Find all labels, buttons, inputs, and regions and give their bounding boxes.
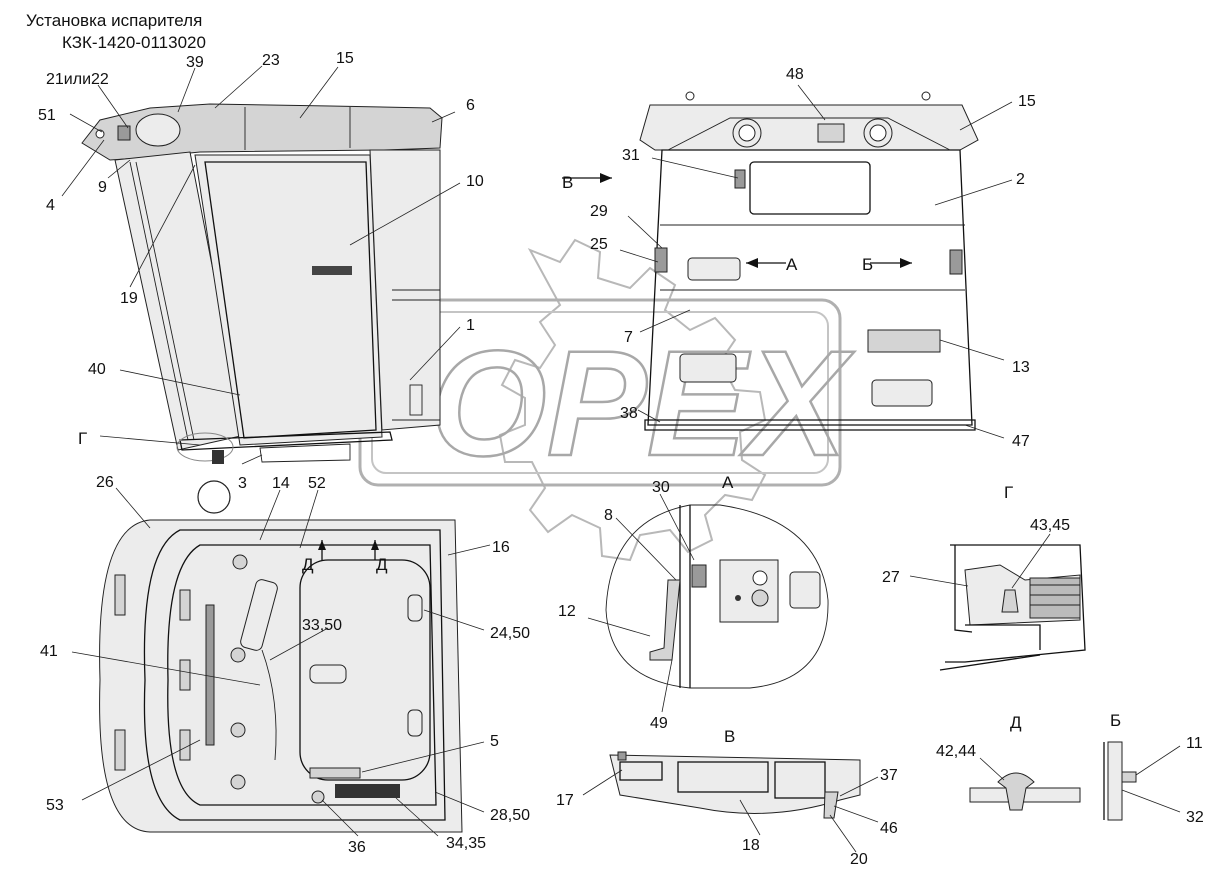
callout-7: 7 [624, 329, 633, 346]
callout-31: 31 [622, 147, 640, 164]
callout-49: 49 [650, 715, 668, 732]
callout-15-rear: 15 [1018, 93, 1036, 110]
callout-36: 36 [348, 839, 366, 856]
callout-47: 47 [1012, 433, 1030, 450]
callout-32: 32 [1186, 809, 1204, 826]
callout-5: 5 [490, 733, 499, 750]
callout-25: 25 [590, 236, 608, 253]
callout-37: 37 [880, 767, 898, 784]
callout-27: 27 [882, 569, 900, 586]
callout-30: 30 [652, 479, 670, 496]
callout-53: 53 [46, 797, 64, 814]
top-view-callouts: 26 14 52 Д Д 16 33,50 24,50 41 5 53 28,5… [40, 474, 530, 856]
callout-43-45: 43,45 [1030, 517, 1070, 534]
callout-42-44: 42,44 [936, 743, 976, 760]
detail-g-callouts: Г 43,45 27 [882, 483, 1070, 589]
callout-15-side: 15 [336, 50, 354, 67]
callout-6: 6 [466, 97, 475, 114]
callout-34-35: 34,35 [446, 835, 486, 852]
callout-20: 20 [850, 851, 868, 868]
view-label-B: Б [1110, 711, 1121, 730]
callout-4: 4 [46, 197, 55, 214]
callout-51: 51 [38, 107, 56, 124]
callout-13: 13 [1012, 359, 1030, 376]
callout-26: 26 [96, 474, 114, 491]
callout-24-50: 24,50 [490, 625, 530, 642]
callout-8: 8 [604, 507, 613, 524]
callout-14: 14 [272, 475, 290, 492]
side-view-callouts: 21или22 39 23 15 6 51 4 9 10 19 1 40 Г 3 [38, 50, 484, 492]
callout-17: 17 [556, 792, 574, 809]
callout-2: 2 [1016, 171, 1025, 188]
callout-12: 12 [558, 603, 576, 620]
callout-21-22: 21или22 [46, 71, 109, 88]
detail-d [969, 772, 1081, 811]
callout-1: 1 [466, 317, 475, 334]
callout-10: 10 [466, 173, 484, 190]
callout-52: 52 [308, 475, 326, 492]
callout-11: 11 [1186, 735, 1203, 752]
view-label-G-ref: Г [78, 429, 87, 448]
view-arrow-label-D1: Д [302, 555, 314, 574]
view-label-D: Д [1010, 713, 1022, 732]
callout-16: 16 [492, 539, 510, 556]
callout-40: 40 [88, 361, 106, 378]
detail-v-callouts: В 17 18 37 46 20 [556, 727, 898, 868]
watermark: OPEX [358, 238, 856, 562]
callout-18: 18 [742, 837, 760, 854]
rear-view-callouts: 48 15 31 В 2 29 25 А Б 7 13 38 47 [562, 66, 1036, 450]
view-label-A: А [722, 473, 734, 492]
callout-41: 41 [40, 643, 58, 660]
watermark-text: OPEX [430, 319, 855, 487]
detail-b-callouts: Б 11 32 [1110, 711, 1204, 826]
callout-23: 23 [262, 52, 280, 69]
detail-g [939, 544, 1086, 671]
top-view [99, 480, 463, 833]
detail-d-callouts: Д 42,44 [936, 713, 1022, 781]
detail-v [609, 751, 861, 819]
detail-a-callouts: А 30 8 12 49 [558, 473, 734, 732]
view-arrow-label-A: А [786, 255, 798, 274]
callout-19: 19 [120, 290, 138, 307]
view-arrow-label-D2: Д [376, 555, 388, 574]
callout-33-50: 33,50 [302, 617, 342, 634]
detail-b [1103, 741, 1137, 821]
callout-46: 46 [880, 820, 898, 837]
callout-48: 48 [786, 66, 804, 83]
detail-a [605, 504, 829, 689]
title-line1: Установка испарителя [26, 11, 202, 30]
view-label-V: В [724, 727, 735, 746]
rear-view [639, 91, 979, 431]
callout-29: 29 [590, 203, 608, 220]
callout-3: 3 [238, 475, 247, 492]
callout-28-50: 28,50 [490, 807, 530, 824]
view-arrow-label-B: Б [862, 255, 873, 274]
callout-39: 39 [186, 54, 204, 71]
callout-9: 9 [98, 179, 107, 196]
callout-38: 38 [620, 405, 638, 422]
side-view [81, 103, 443, 464]
view-label-G: Г [1004, 483, 1013, 502]
view-arrow-label-V: В [562, 173, 573, 192]
title-line2: КЗК-1420-0113020 [62, 33, 206, 52]
